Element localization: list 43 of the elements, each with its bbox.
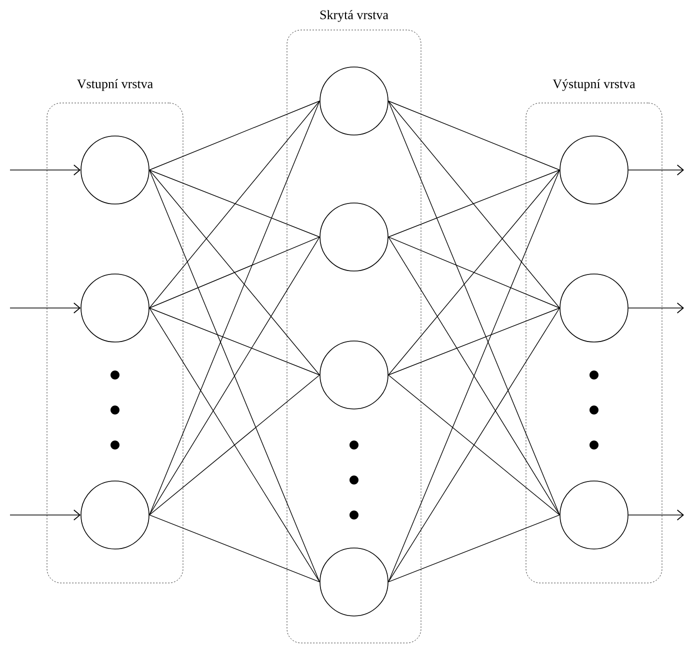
connection-line (149, 374, 320, 516)
connection-line (149, 170, 320, 238)
connection-line (149, 236, 320, 516)
layer-heading: Skrytá vrstva (320, 10, 388, 22)
connection-line (149, 514, 320, 582)
connection-line (149, 100, 320, 170)
neuron-circle (320, 548, 388, 616)
neuron-circle (320, 340, 388, 410)
connection-line (388, 308, 560, 582)
connection-line (388, 236, 560, 516)
neuron-circle (320, 202, 388, 272)
connection-line (149, 100, 320, 516)
arrow (10, 302, 81, 314)
connection-line (149, 100, 320, 308)
arrow (10, 510, 81, 520)
connection-line (388, 236, 560, 308)
connection-line (388, 308, 560, 376)
connection-line (149, 170, 320, 376)
connection-line (388, 100, 560, 516)
neuron-circle (560, 480, 628, 550)
neuron-circle (80, 480, 150, 550)
arrow (628, 302, 684, 314)
connection-line (149, 308, 320, 376)
connection-line (388, 514, 560, 582)
connection-line (388, 170, 560, 376)
connection-line (149, 236, 320, 308)
arrow (628, 164, 684, 176)
neuron-circle (80, 274, 150, 342)
layer-heading: Vstupní vrstva (77, 79, 153, 91)
connection-line (388, 170, 560, 582)
neuron-circle (80, 136, 150, 204)
neuron-circle (560, 136, 628, 204)
connection-line (388, 100, 560, 308)
neuron-circle (560, 274, 628, 342)
connection-line (149, 170, 320, 582)
connection-line (388, 100, 560, 170)
connection-line (388, 374, 560, 516)
neuron-circle (320, 66, 388, 136)
connection-line (388, 170, 560, 238)
arrow (10, 164, 81, 176)
layer-heading: Výstupní vrstva (552, 79, 636, 91)
arrow (628, 510, 684, 520)
connection-line (149, 308, 320, 582)
